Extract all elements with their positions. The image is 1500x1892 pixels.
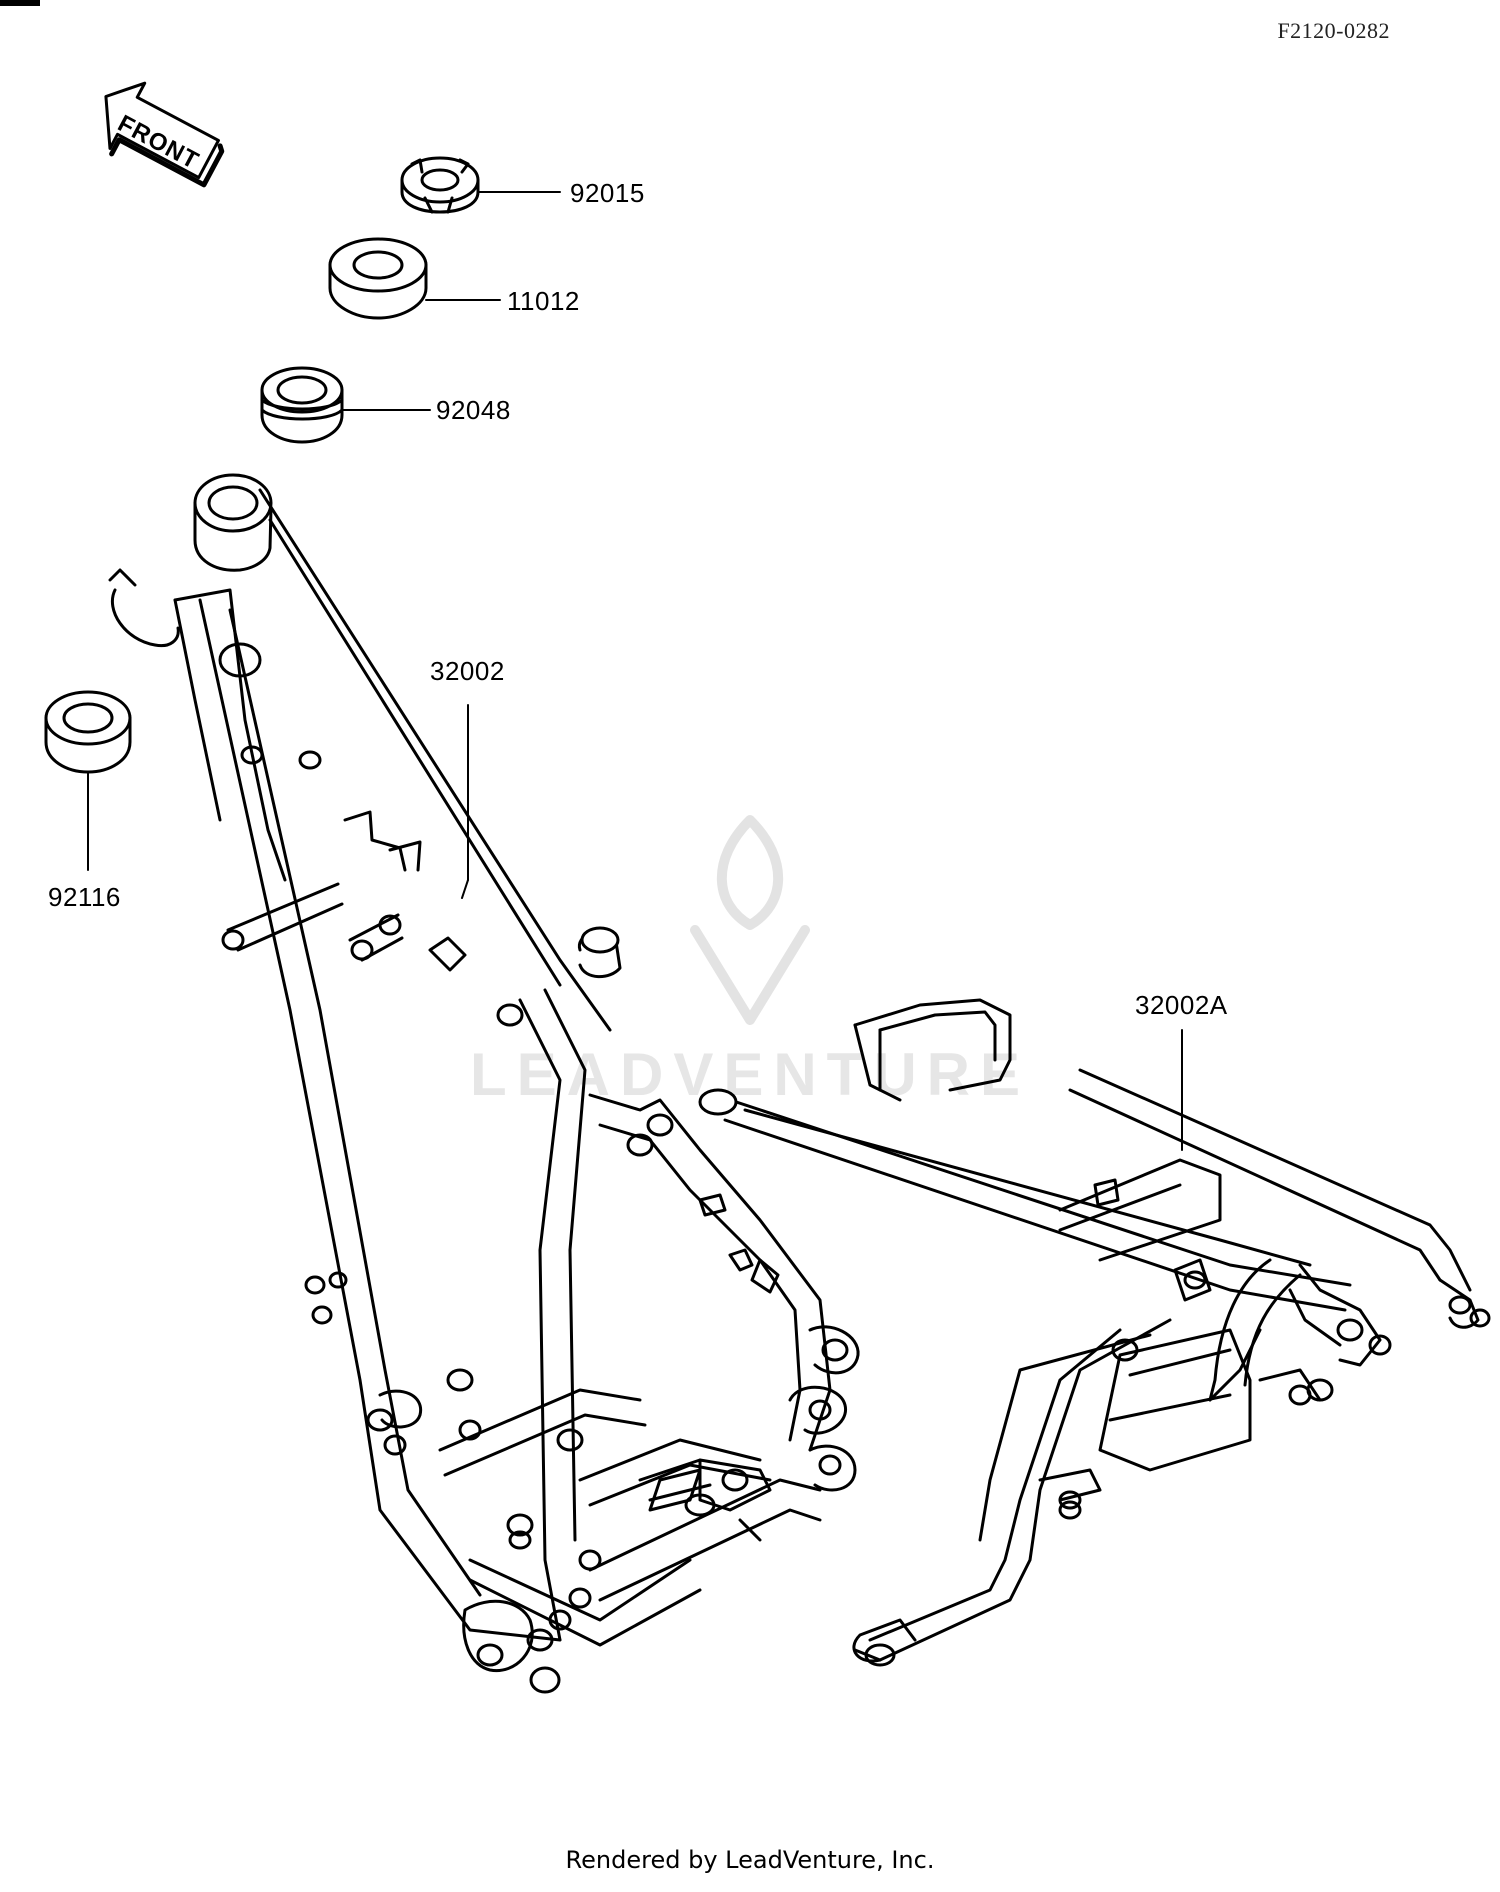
main-frame-32002-icon [108, 473, 860, 1694]
seal-92116-icon [44, 690, 132, 774]
callout-92048[interactable]: 92048 [436, 395, 511, 425]
seal-92048-icon [260, 366, 344, 444]
footer-credit: Rendered by LeadVenture, Inc. [565, 1846, 935, 1874]
corner-mark [0, 0, 40, 6]
watermark-logo [690, 815, 810, 1025]
bearing-11012-icon [328, 237, 428, 320]
callout-92116[interactable]: 92116 [48, 882, 121, 912]
front-arrow-icon [104, 81, 225, 188]
callout-11012[interactable]: 11012 [507, 286, 580, 316]
callout-32002[interactable]: 32002 [430, 656, 505, 686]
callout-92015[interactable]: 92015 [570, 178, 645, 208]
nut-92015-icon [400, 156, 480, 214]
callout-32002A[interactable]: 32002A [1135, 990, 1228, 1020]
sub-frame-32002A-icon [698, 998, 1491, 1667]
diagram-id: F2120-0282 [1277, 18, 1390, 43]
